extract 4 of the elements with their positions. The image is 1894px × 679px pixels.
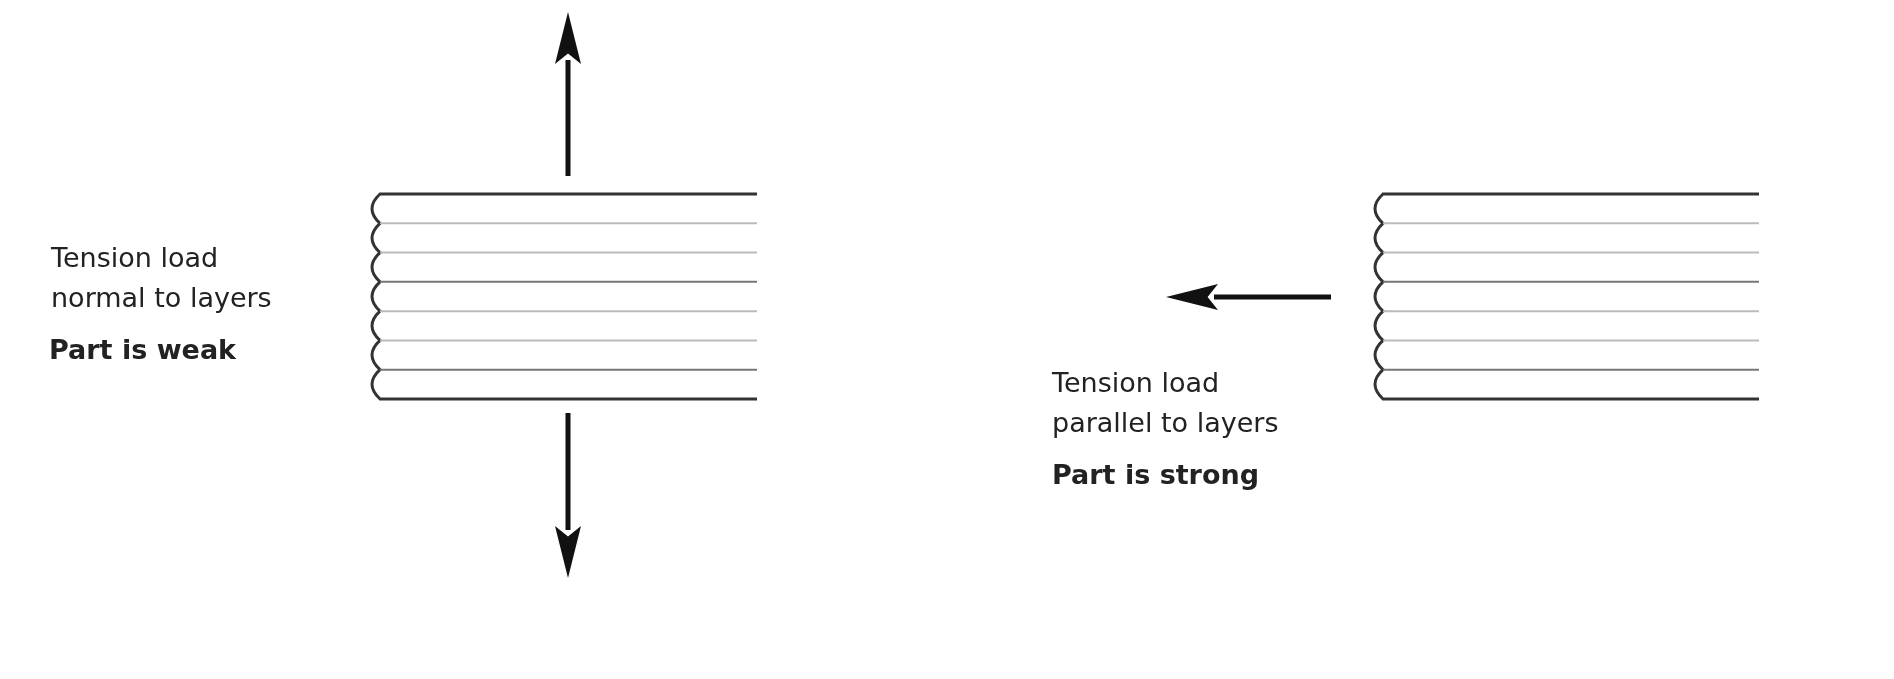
result-note: Part is weak (49, 333, 238, 367)
load-description: Tension load normal to layers (51, 241, 273, 315)
load-description: Tension load parallel to layers (1052, 366, 1280, 440)
result-note: Part is strong (1052, 458, 1261, 492)
